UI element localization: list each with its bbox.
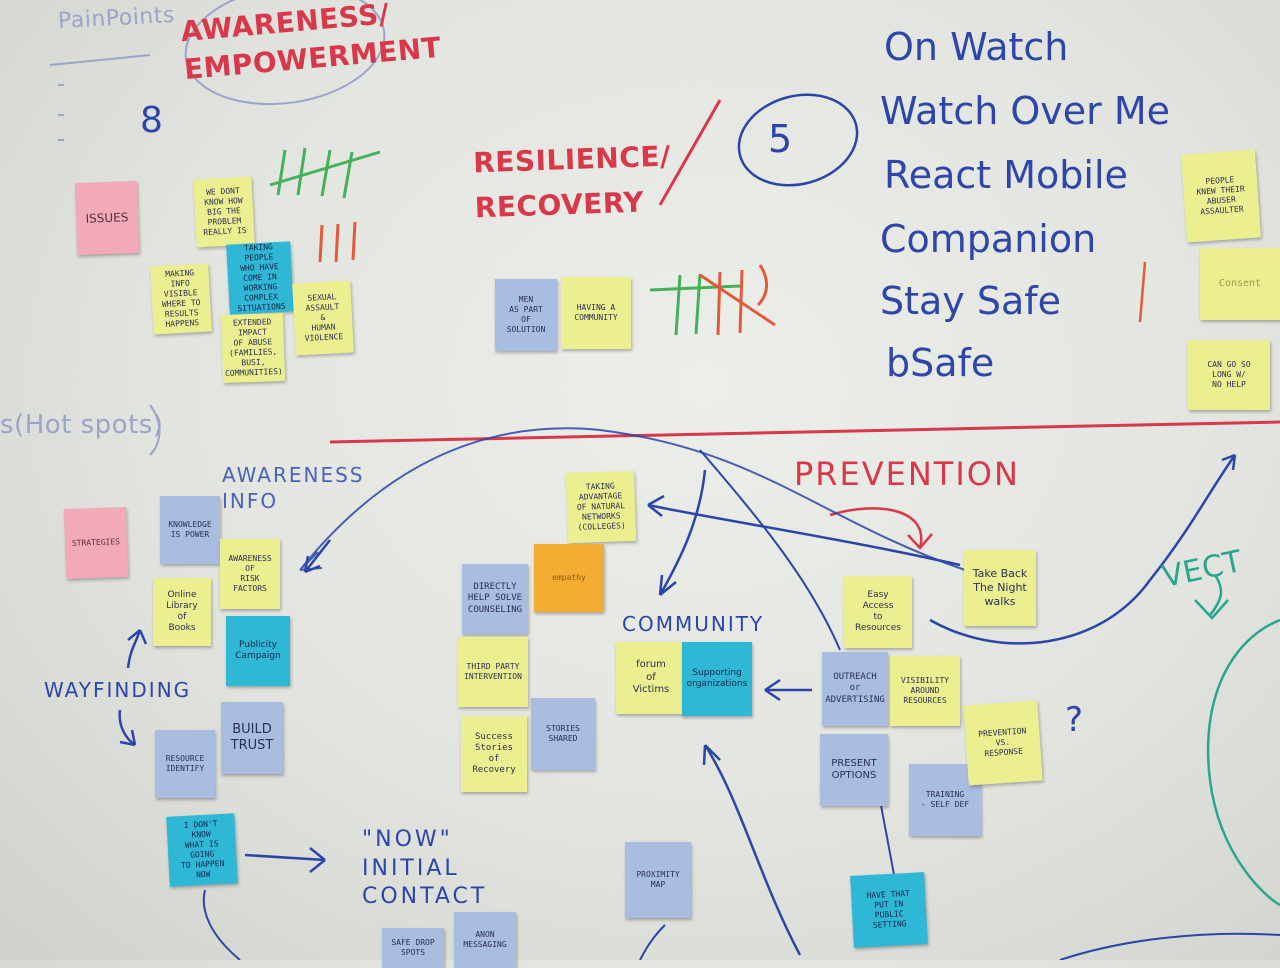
sticky-note-supporting-orgs: Supporting organizations (682, 642, 752, 716)
app-name: Watch Over Me (880, 89, 1171, 133)
sticky-note-prevention-response: PREVENTION VS. RESPONSE (963, 700, 1043, 786)
sticky-note-issues: ISSUES (74, 180, 140, 256)
community-heading: COMMUNITY (622, 612, 765, 636)
sticky-note-extended-impact: EXTENDED IMPACT OF ABUSE (FAMILIES, BUSI… (220, 312, 286, 384)
resilience-recovery-heading: RESILIENCE/ RECOVERY (472, 139, 672, 225)
line-down-left (202, 889, 241, 960)
curve-right-up (929, 453, 1237, 645)
line-to-outreach (699, 449, 841, 651)
awareness-info-heading: AWARENESS INFO (222, 463, 365, 513)
prevention-heading: PREVENTION (794, 455, 1020, 493)
wayfinding-heading: WAYFINDING (44, 678, 192, 702)
prevention-arrow (829, 507, 933, 550)
sticky-note-taking-people: TAKING PEOPLE WHO HAVE COME IN WORKING C… (226, 241, 294, 315)
sticky-note-knowledge-power: KNOWLEDGE IS POWER (160, 496, 220, 564)
hot-spots-heading: s(Hot spots) (0, 410, 164, 440)
sticky-note-anon-messaging: ANON MESSAGING (454, 912, 516, 968)
five-circle (737, 93, 859, 187)
sticky-note-resource-identify: RESOURCE IDENTIFY (155, 730, 215, 798)
tally-red-1 (318, 221, 357, 263)
sticky-note-outreach: OUTREACH or ADVERTISING (822, 652, 888, 726)
sticky-note-men-solution: MEN AS PART OF SOLUTION (495, 279, 557, 351)
sticky-note-easy-access: Easy Access to Resources (844, 576, 912, 648)
arrow-to-networks (647, 494, 961, 567)
sticky-note-empathy: empathy (534, 544, 604, 612)
line-down-present (879, 799, 896, 881)
sticky-note-forum-victims: forum of Victims (616, 642, 686, 714)
left-dashes (58, 84, 64, 141)
sticky-note-can-go-long: CAN GO SO LONG W/ NO HELP (1188, 340, 1270, 410)
app-name: bSafe (886, 341, 995, 385)
painpoints-underline (49, 54, 151, 66)
sticky-note-awareness-risk: AWARENESS OF RISK FACTORS (220, 539, 280, 609)
hotspots-arc (149, 404, 161, 456)
sticky-note-build-trust: BUILD TRUST (221, 702, 283, 774)
sticky-note-have-that: HAVE THAT PUT IN PUBLIC SETTING (850, 872, 928, 948)
bottom-right-arc (1059, 932, 1280, 960)
sticky-note-online-library: Online Library of Books (153, 578, 211, 646)
wayfinding-arrow-down (118, 709, 137, 747)
awareness-info-arrow (303, 539, 331, 574)
teal-circle-arc (1206, 618, 1280, 907)
sticky-note-visibility: VISIBILITY AROUND RESOURCES (890, 656, 960, 726)
app-name: Companion (880, 217, 1097, 261)
awareness-circle (184, 0, 386, 106)
sticky-note-consent: Consent (1200, 248, 1280, 320)
resilience-slash (658, 99, 722, 206)
sticky-note-publicity-campaign: Publicity Campaign (226, 616, 290, 686)
sticky-note-strategies: STRATEGIES (63, 506, 129, 580)
arrow-to-now (244, 847, 326, 873)
red-divider-line (329, 420, 1280, 444)
vect-arrow (1194, 574, 1229, 620)
curve-bottom-community (702, 744, 802, 956)
tally-green-2 (649, 273, 741, 336)
safety-app-list: On Watch Watch Over Me React Mobile Comp… (880, 28, 1210, 404)
sticky-note-safe-drop: SAFE DROP SPOTS (382, 928, 444, 968)
sticky-note-having-community: HAVING A COMMUNITY (561, 277, 631, 349)
sticky-note-dont-know: WE DONT KNOW HOW BIG THE PROBLEM REALLY … (193, 176, 255, 248)
app-name: Stay Safe (880, 279, 1062, 323)
sticky-note-present-options: PRESENT OPTIONS (820, 734, 888, 806)
sticky-note-making-visible: MAKING INFO VISIBLE WHERE TO RESULTS HAP… (150, 263, 212, 335)
number-eight: 8 (140, 100, 164, 141)
sticky-note-third-party: THIRD PARTY INTERVENTION (458, 637, 528, 707)
tally-green-1 (269, 147, 381, 199)
sticky-note-dont-know-what: I DON'T KNOW WHAT IS GOING TO HAPPEN NOW (166, 813, 238, 887)
sticky-note-stories-shared: STORIES SHARED (531, 698, 595, 770)
sticky-note-proximity-map: PROXIMITY MAP (625, 842, 691, 918)
arrow-outreach-community (764, 678, 812, 702)
number-five: 5 (768, 117, 793, 161)
wayfinding-arrow-up (126, 629, 148, 669)
app-name: On Watch (884, 25, 1069, 69)
arrow-down-community (658, 469, 707, 596)
bottom-left-arc (639, 924, 666, 960)
sticky-note-take-back-night: Take Back The Night walks (964, 550, 1036, 626)
sticky-note-sexual-assault: SEXUAL ASSAULT & HUMAN VIOLENCE (292, 280, 354, 356)
sticky-note-taking-advantage: TAKING ADVANTAGE OF NATURAL NETWORKS (CO… (565, 470, 637, 544)
question-mark: ? (1065, 700, 1084, 740)
now-initial-contact-heading: "NOW" INITIAL CONTACT (362, 827, 488, 910)
sticky-note-success-stories: Success Stories of Recovery (461, 716, 527, 792)
app-name: React Mobile (884, 153, 1128, 197)
sticky-note-people-knew: PEOPLE KNEW THEIR ABUSER ASSAULTER (1181, 149, 1261, 243)
tally-red-2 (699, 264, 776, 336)
red-vertical-right (1138, 261, 1147, 323)
sticky-note-directly-help: DIRECTLY HELP SOLVE COUNSELING (462, 564, 528, 634)
